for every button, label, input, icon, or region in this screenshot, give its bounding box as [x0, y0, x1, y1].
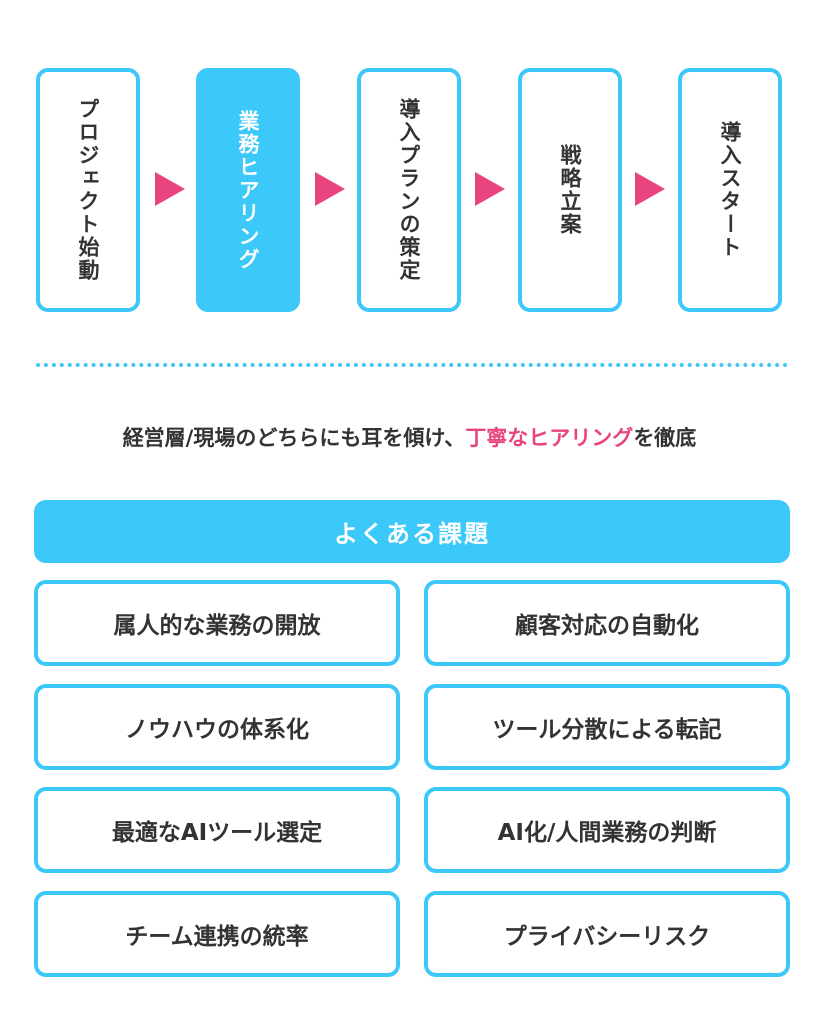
- arrow-right-icon: [635, 172, 665, 206]
- issue-card: ツール分散による転記: [424, 684, 790, 770]
- step-strategy: 戦略立案: [518, 68, 622, 312]
- step-label: 導入スタート: [718, 121, 742, 259]
- lead-text: 経営層/現場のどちらにも耳を傾け、丁寧なヒアリングを徹底: [0, 422, 819, 452]
- issue-card: プライバシーリスク: [424, 891, 790, 977]
- step-label: プロジェクト始動: [76, 98, 100, 282]
- arrow-right-icon: [155, 172, 185, 206]
- lead-before: 経営層/現場のどちらにも耳を傾け、: [122, 426, 466, 450]
- lead-after: を徹底: [633, 426, 697, 450]
- step-launch: 導入スタート: [678, 68, 782, 312]
- arrow-right-icon: [315, 172, 345, 206]
- issue-card: チーム連携の統率: [34, 891, 400, 977]
- issue-card: 顧客対応の自動化: [424, 580, 790, 666]
- step-project-start: プロジェクト始動: [36, 68, 140, 312]
- step-label: 戦略立案: [558, 144, 582, 236]
- step-hearing: 業務ヒアリング: [196, 68, 300, 312]
- arrow-right-icon: [475, 172, 505, 206]
- step-label: 業務ヒアリング: [236, 109, 260, 271]
- dotted-divider: [36, 363, 788, 367]
- issue-card: 最適なAIツール選定: [34, 787, 400, 873]
- step-label: 導入プランの策定: [397, 98, 421, 282]
- issues-header: よくある課題: [34, 500, 790, 563]
- lead-highlight: 丁寧なヒアリング: [465, 426, 634, 450]
- step-plan: 導入プランの策定: [357, 68, 461, 312]
- issue-card: 属人的な業務の開放: [34, 580, 400, 666]
- issue-card: AI化/人間業務の判断: [424, 787, 790, 873]
- issue-card: ノウハウの体系化: [34, 684, 400, 770]
